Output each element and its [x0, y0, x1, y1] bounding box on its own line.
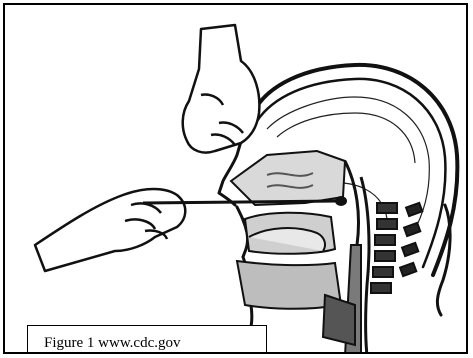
figure-caption: Figure 1 www.cdc.gov	[27, 325, 267, 354]
upper-hand	[183, 25, 260, 153]
figure-frame: Figure 1 www.cdc.gov	[3, 3, 468, 354]
nasal-cavity	[231, 151, 345, 205]
nasopharyngeal-swab-illustration	[5, 5, 468, 354]
